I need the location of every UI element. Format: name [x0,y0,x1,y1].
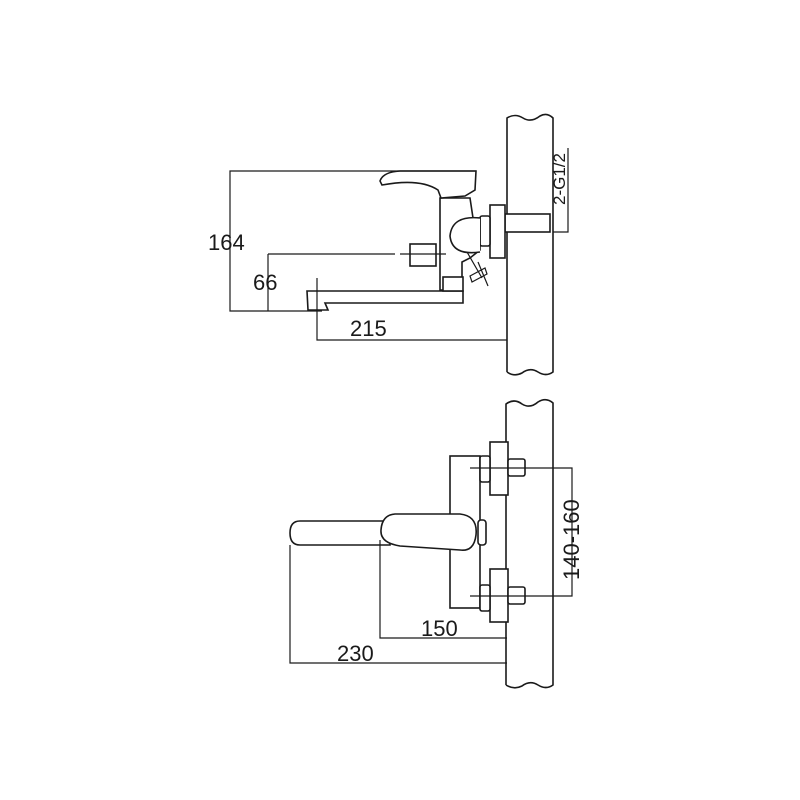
diverter-valve [466,251,489,287]
wall-section-bottom [505,398,554,689]
dimension-164-line [229,170,476,312]
dimension-thread-label: 2-G1/2 [550,153,569,205]
body-dome [449,216,481,254]
dimension-140-160-line [470,467,573,597]
handle-top [380,513,477,552]
dimension-150-label: 150 [421,616,458,641]
wall-section-top [506,113,554,376]
spout-joint [442,276,464,292]
side-view: 164 66 215 2-G1/2 [208,113,569,376]
spout [306,290,464,311]
handle-knob [477,519,487,546]
dimension-140-160-label: 140-160 [559,499,584,580]
dimension-215-label: 215 [350,316,387,341]
diverter-cap [409,243,437,267]
dimension-215-line [316,278,507,341]
upper-nut [479,455,491,483]
dimension-230-line [289,545,507,664]
dimension-66-label: 66 [253,270,277,295]
top-view: 150 230 140-160 [289,398,584,689]
wall-pipe [504,213,551,233]
nut [479,215,491,247]
lever-handle [379,170,477,199]
lower-nut [479,584,491,612]
dimension-164-label: 164 [208,230,245,255]
spout-top [289,520,391,546]
wall-flange [489,204,506,259]
dimension-150-line [379,540,507,639]
dimension-230-label: 230 [337,641,374,666]
dimension-thread-line [553,148,569,233]
